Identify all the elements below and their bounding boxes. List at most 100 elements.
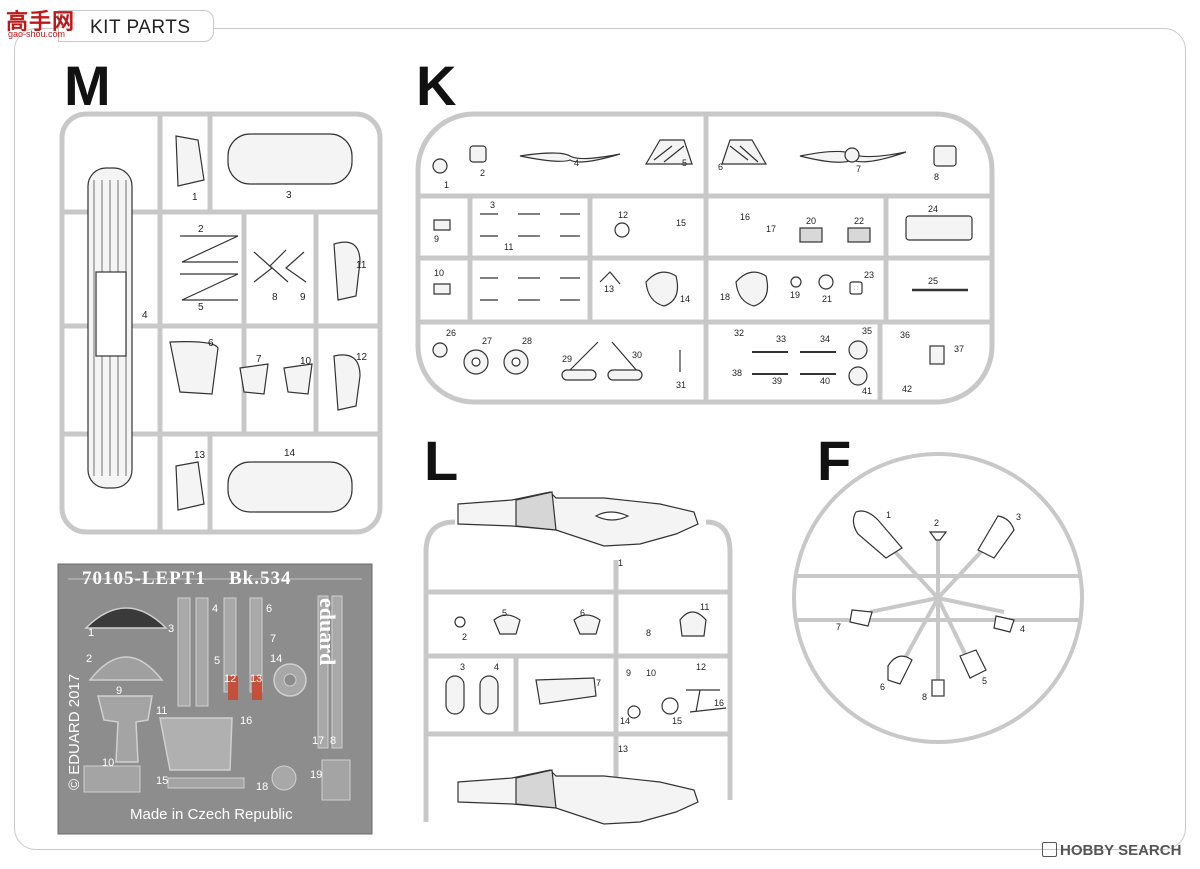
part-number: 10	[646, 668, 656, 678]
part-number: 13	[250, 673, 262, 685]
part-number: 11	[356, 260, 367, 271]
part-number: 11	[700, 602, 709, 612]
sprue-l-parts	[445, 491, 727, 825]
part-number: 4	[1020, 624, 1025, 634]
part-number: 12	[696, 662, 706, 672]
part-number: 5	[682, 158, 687, 168]
part-number: 26	[446, 328, 456, 338]
part-number: 17	[766, 224, 776, 234]
part-number: 16	[714, 698, 724, 708]
photoetch-name: Bk.534	[228, 568, 292, 589]
part-number: 15	[676, 218, 686, 228]
part-number: 6	[718, 162, 723, 172]
part-number: 3	[286, 190, 292, 201]
part-number: 7	[596, 678, 601, 688]
part-number: 10	[102, 757, 114, 769]
section-title: KIT PARTS	[90, 17, 191, 38]
part-number: 6	[880, 682, 885, 692]
part-number: 2	[198, 224, 204, 235]
part-number: 8	[330, 735, 336, 747]
part-number: 39	[772, 376, 782, 386]
part-number: 9	[116, 685, 122, 697]
part-number: 2	[86, 653, 92, 665]
part-number: 18	[720, 292, 730, 302]
sprue-l	[423, 519, 733, 822]
part-number: 1	[444, 180, 449, 190]
part-number: 12	[356, 352, 368, 363]
part-number: 9	[300, 292, 306, 303]
part-number: 25	[928, 276, 938, 286]
part-number: 10	[434, 268, 444, 278]
sprue-m-letter: M	[64, 54, 111, 117]
part-number: 16	[240, 715, 252, 727]
photoetch-copyright: © EDUARD 2017	[66, 673, 83, 790]
part-number: 10	[300, 356, 312, 367]
part-number: 2	[934, 518, 939, 528]
part-number: 18	[256, 781, 268, 793]
part-number: 32	[734, 328, 744, 338]
part-number: 11	[504, 242, 513, 252]
part-number: 42	[902, 384, 912, 394]
part-number: 9	[626, 668, 631, 678]
sprue-k-parts	[432, 139, 973, 386]
photoetch-origin: Made in Czech Republic	[130, 806, 293, 823]
part-number: 15	[672, 716, 682, 726]
part-number: 19	[790, 290, 800, 300]
site-url: gao-shou.com	[8, 29, 66, 39]
part-number: 13	[194, 450, 206, 461]
hobby-search-watermark: HOBBY SEARCH	[1042, 842, 1181, 859]
photoetch-code-line: 70105-LEPT1 Bk.534	[82, 568, 291, 590]
part-number: 30	[632, 350, 642, 360]
sprue-f	[792, 452, 1084, 744]
part-number: 6	[208, 338, 214, 349]
part-number: 5	[214, 655, 220, 667]
part-number: 4	[574, 158, 579, 168]
part-number: 27	[482, 336, 492, 346]
part-number: 4	[212, 603, 218, 615]
sprue-f-parts	[849, 510, 1015, 697]
part-number: 16	[740, 212, 750, 222]
sprue-f-part-numbers: 1 2 3 4 5 6 7 8	[836, 510, 1025, 702]
part-number: 8	[922, 692, 927, 702]
part-number: 7	[256, 354, 262, 365]
part-number: 29	[562, 354, 572, 364]
part-number: 14	[270, 653, 282, 665]
sprue-k	[415, 111, 995, 405]
watermark-text: HOBBY SEARCH	[1060, 842, 1182, 859]
part-number: 3	[460, 662, 465, 672]
sprue-l-letter: L	[424, 429, 459, 492]
sprue-f-letter: F	[817, 429, 852, 492]
part-number: 28	[522, 336, 532, 346]
part-number: 1	[618, 558, 623, 568]
part-number: 37	[954, 344, 964, 354]
part-number: 15	[156, 775, 168, 787]
part-number: 6	[580, 608, 585, 618]
sheet-frame	[14, 28, 1186, 850]
part-number: 41	[862, 386, 872, 396]
part-number: 4	[142, 310, 148, 321]
part-number: 8	[272, 292, 278, 303]
part-number: 31	[676, 380, 686, 390]
part-number: 12	[618, 210, 628, 220]
part-number: 20	[806, 216, 816, 226]
sprue-m-parts	[87, 133, 361, 513]
part-number: 2	[462, 632, 467, 642]
part-number: 13	[618, 744, 628, 754]
part-number: 8	[934, 172, 939, 182]
part-number: 14	[680, 294, 690, 304]
sprue-l-part-numbers: 1 2 3 4 5 6 7 8 9 10 11 12 13 14 15 16	[460, 558, 724, 754]
part-number: 19	[310, 769, 322, 781]
sprue-m-part-numbers: 1 2 3 4 5 6 7 8 9 10 11 12 13 14	[142, 190, 368, 461]
site-logo: 高手网	[6, 9, 76, 34]
part-number: 36	[900, 330, 910, 340]
part-number: 34	[820, 334, 830, 344]
photoetch-part-numbers: 1 2 3 4 5 6 7 8 9 10 11 12 13 14 15 16 1…	[86, 603, 336, 793]
part-number: 14	[620, 716, 630, 726]
part-number: 5	[982, 676, 987, 686]
section-tab	[58, 10, 214, 42]
part-number: 3	[490, 200, 495, 210]
part-number: 3	[168, 623, 174, 635]
sprue-k-letter: K	[416, 54, 457, 117]
photoetch-fret	[57, 563, 373, 835]
